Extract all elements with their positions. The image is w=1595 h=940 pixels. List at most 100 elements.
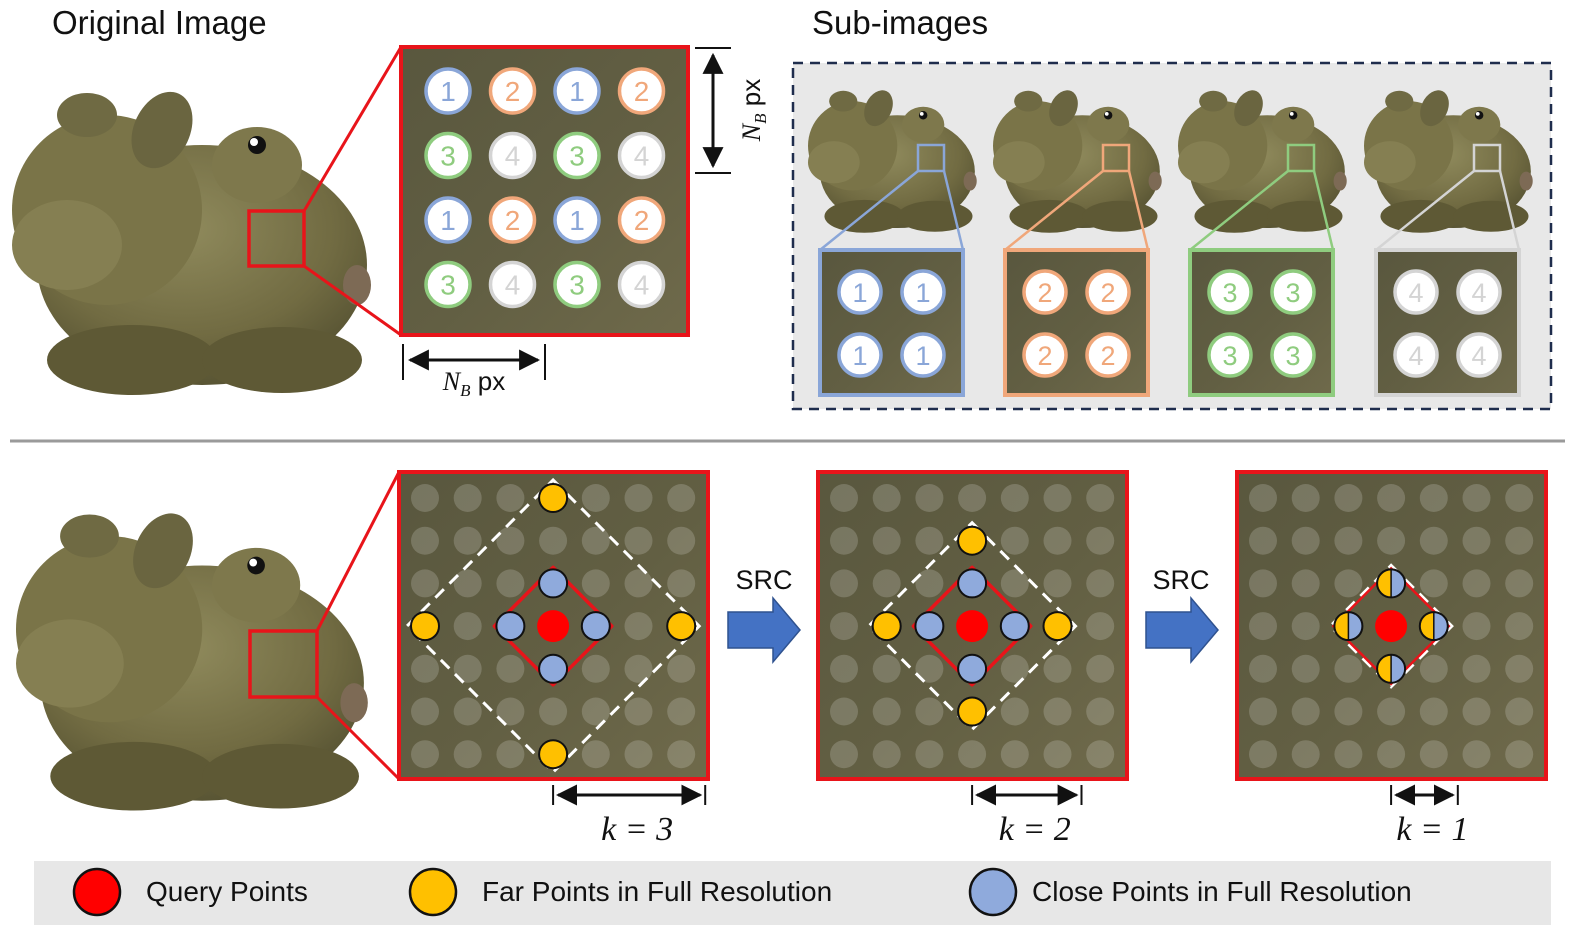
pixel-label [424,260,472,309]
far-point [538,483,569,513]
far-point [957,525,988,556]
close-search-region [1331,566,1451,686]
subimage-number: 1 [915,341,930,371]
svg-text:SRC: SRC [735,565,792,595]
search-panels: k = 3 k = 2 k = 1 [397,470,1548,848]
pixel-number: 1 [440,205,456,236]
close-point [957,568,988,599]
pixel-label [488,131,537,180]
pixel-label [553,260,601,309]
merged-point [1376,653,1407,684]
pixel-label [488,67,537,115]
far-point [1042,611,1073,642]
subimage-number: 3 [1222,278,1237,308]
svg-text:SRC: SRC [1152,565,1209,595]
legend-far-swatch [408,867,458,917]
far-point [871,611,902,642]
pixel-number: 4 [634,141,650,172]
search-panel: k = 2 [816,470,1129,848]
selection-box [247,209,306,268]
close-point [538,568,569,599]
pixel-label [553,196,601,244]
pixel-label [553,67,601,115]
legend-close-label: Close Points in Full Resolution [1032,876,1412,907]
pixel-label [617,67,666,115]
subimage-number: 2 [1100,341,1115,371]
subimage: 4 4 4 4 [1364,90,1533,397]
merged-point [1376,568,1407,599]
far-point [957,696,988,727]
pixel-number: 4 [505,270,521,301]
pixel-number: 1 [569,76,585,107]
query-point [537,610,570,643]
pixel-label [617,196,666,244]
pixel-number: 3 [440,141,456,172]
search-panel: k = 3 [397,470,710,848]
subimage: 3 3 3 3 [1178,90,1347,397]
close-point [999,611,1030,642]
legend-far-label: Far Points in Full Resolution [482,876,832,907]
subimage-number: 1 [915,278,930,308]
pixel-label [424,67,472,115]
pixel-label [617,131,666,180]
search-panel: k = 1 [1235,470,1548,848]
legend-bar [34,861,1551,925]
query-point [956,610,989,643]
pixel-number: 2 [505,205,521,236]
subimage-number: 3 [1285,278,1300,308]
creature-illustration [16,513,368,811]
subimages-title: Sub-images [812,4,988,41]
subimage-number: 2 [1037,341,1052,371]
zoom-line [315,471,401,632]
pixel-number: 2 [634,76,650,107]
dimension-label-vertical: NB px [736,79,770,142]
pixel-label [424,131,472,180]
pixel-number: 1 [569,205,585,236]
selection-box [248,629,319,699]
zoom-line [303,264,402,337]
close-search-region [492,565,614,687]
subimage-number: 4 [1471,278,1486,308]
pixel-number: 2 [634,205,650,236]
merged-point [1418,611,1449,642]
subimage-number: 3 [1222,341,1237,371]
subimage-number: 4 [1408,278,1423,308]
pixel-number: 2 [505,76,521,107]
creature-illustration [12,91,371,395]
subimage-number: 3 [1285,341,1300,371]
legend-query-label: Query Points [146,876,308,907]
pixel-label [488,196,537,244]
pixel-label [617,260,666,309]
close-point [957,653,988,684]
far-search-region [404,477,702,775]
pixel-number: 3 [440,270,456,301]
pixel-number: 3 [569,141,585,172]
zoom-line [315,695,401,781]
subimage-number: 1 [852,278,867,308]
legend-query-swatch [72,867,122,917]
subimage-number: 2 [1037,278,1052,308]
pixel-number: 4 [505,141,521,172]
close-point [495,611,526,642]
far-search-region [866,520,1078,732]
pixel-label [488,260,537,309]
merged-point [1333,611,1364,642]
close-search-region [911,565,1033,687]
k-label: k = 3 [601,811,673,848]
pixel-number: 1 [440,76,456,107]
zoom-line [302,46,403,212]
close-point [580,611,611,642]
pixel-label [553,131,601,180]
pixel-label [424,196,472,244]
subimage-number: 4 [1408,341,1423,371]
far-point [410,611,440,642]
pixel-number: 4 [634,270,650,301]
k-label: k = 2 [999,811,1071,848]
src-step-arrow: SRC [1145,565,1219,665]
subimage-number: 4 [1471,341,1486,371]
original-image-title: Original Image [52,4,267,41]
